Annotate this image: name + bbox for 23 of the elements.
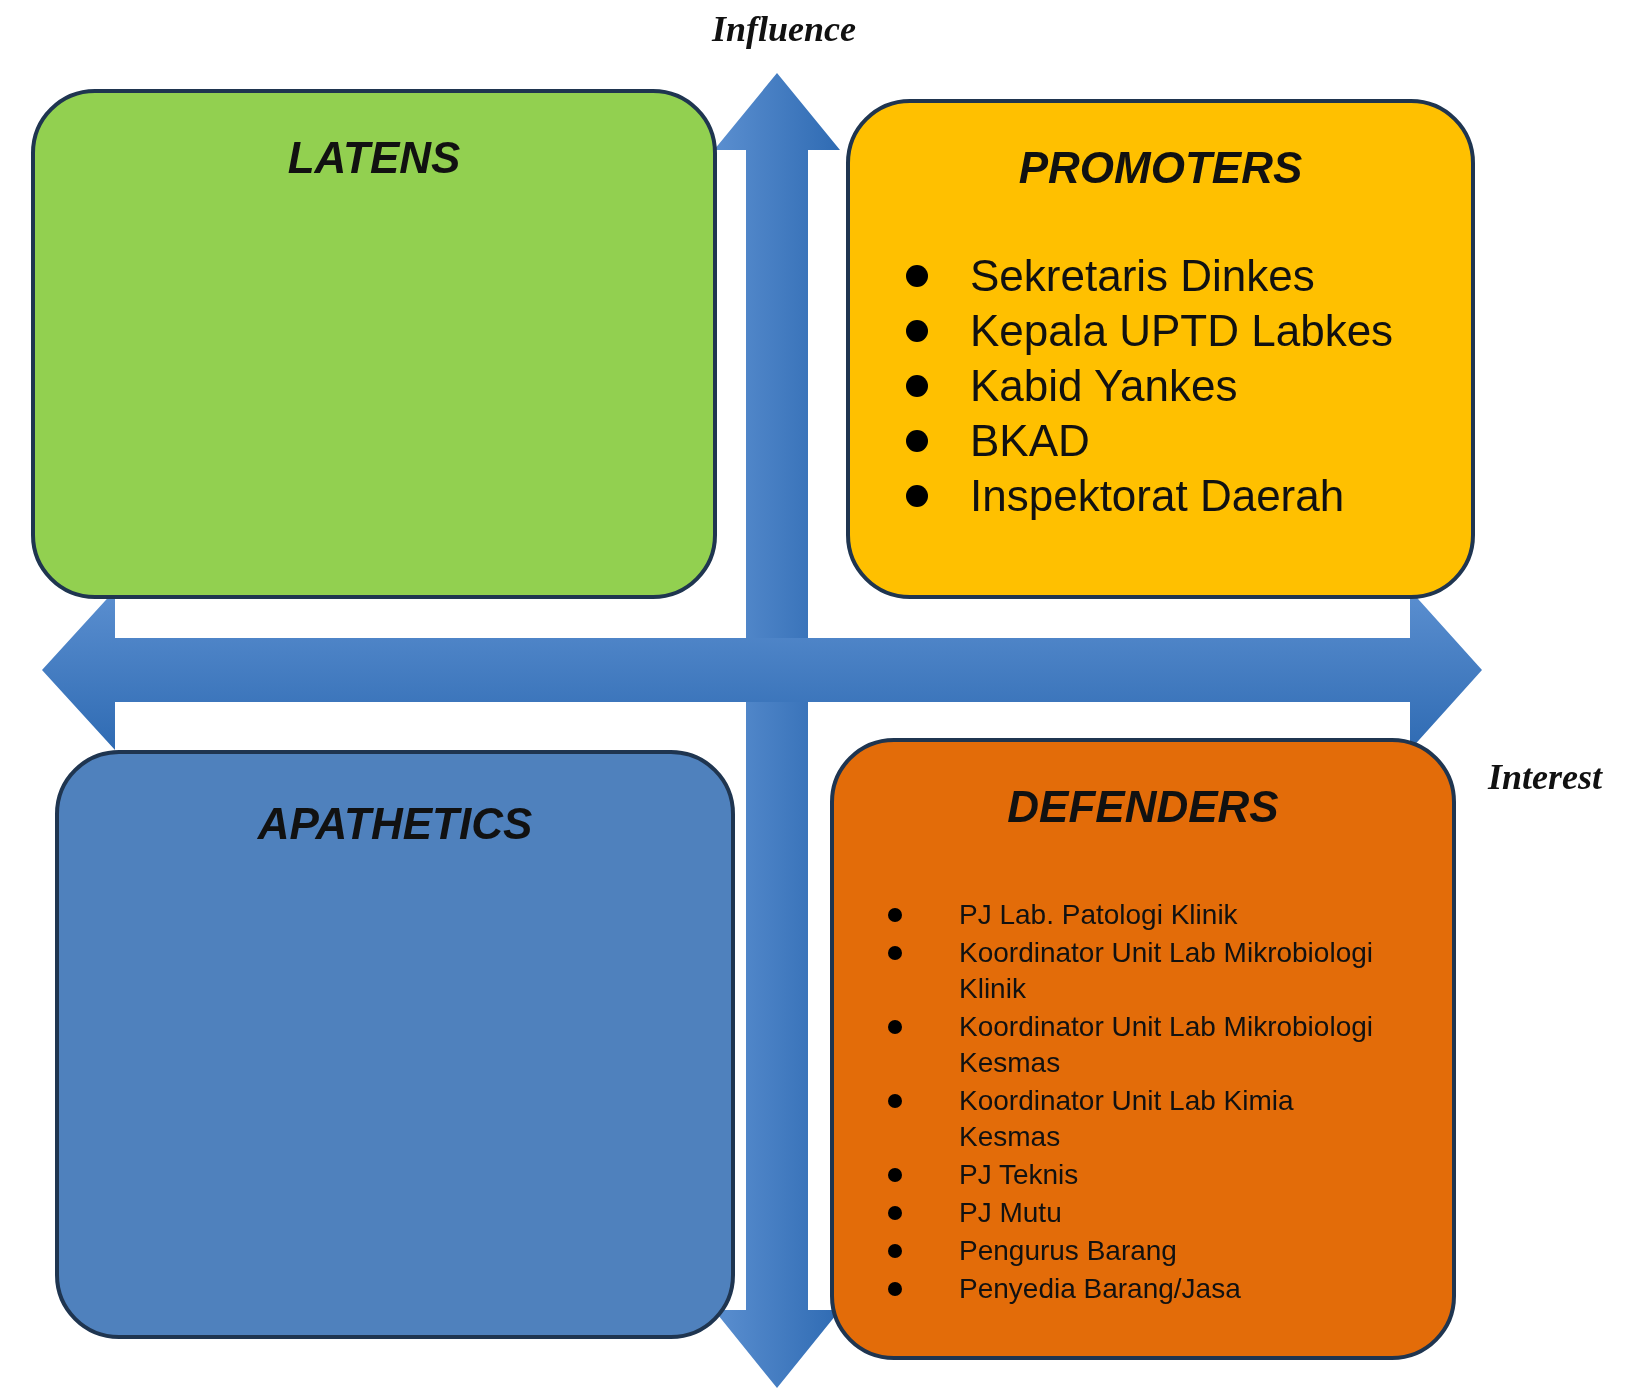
quadrant-heading: APATHETICS [257, 799, 533, 849]
list-item: Koordinator Unit Lab Mikrobiologi Kesmas [884, 1009, 1389, 1081]
list-item: PJ Teknis [884, 1157, 1079, 1193]
quadrant-heading: PROMOTERS [1018, 143, 1303, 193]
list-item: Koordinator Unit Lab Mikrobiologi Klinik [884, 935, 1389, 1007]
quadrant-box [55, 750, 735, 1339]
list-item: Kabid Yankes [900, 358, 1238, 413]
list-item: Inspektorat Daerah [900, 468, 1345, 523]
list-item: PJ Lab. Patologi Klinik [884, 897, 1238, 933]
list-item: PJ Mutu [884, 1195, 1062, 1231]
list-item: BKAD [900, 413, 1090, 468]
axis-label: Interest [1488, 756, 1602, 798]
list-item: Penyedia Barang/Jasa [884, 1271, 1241, 1307]
list-item: Koordinator Unit Lab Kimia Kesmas [884, 1083, 1389, 1155]
quadrant-box [31, 89, 717, 599]
quadrant-box [846, 99, 1475, 599]
list-item: Kepala UPTD Labkes [900, 303, 1394, 358]
quadrant-box [830, 738, 1456, 1360]
quadrant-heading: LATENS [287, 133, 461, 183]
list-item: Sekretaris Dinkes [900, 248, 1315, 303]
list-item: Pengurus Barang [884, 1233, 1177, 1269]
quadrant-heading: DEFENDERS [1007, 782, 1279, 832]
axis-label: Influence [712, 8, 856, 50]
